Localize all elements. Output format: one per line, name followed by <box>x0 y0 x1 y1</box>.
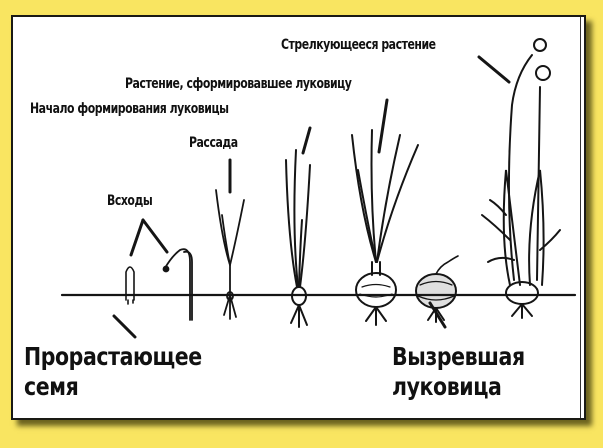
label-germinating-seed-line1: Прорастающее <box>24 342 202 371</box>
stage-shooting-plant <box>481 38 561 319</box>
stage-sprouts <box>162 248 193 321</box>
label-shooting-plant: Стрелкующееся растение <box>281 37 436 53</box>
label-sprouts: Всходы <box>107 193 153 209</box>
stage-ripe-bulb <box>415 255 459 323</box>
stage-plant-formed-bulb <box>351 129 419 326</box>
label-germinating-seed: Прорастающее семя <box>24 342 202 402</box>
label-ripe-bulb: Вызревшая луковица <box>392 342 525 402</box>
pointer-shooting-plant <box>477 55 511 84</box>
pointer-formed-bulb <box>377 98 389 154</box>
label-ripe-bulb-line2: луковица <box>392 372 502 401</box>
label-plant-formed-bulb: Растение, сформировавшее луковицу <box>125 76 352 92</box>
pointer-sprouts-a <box>129 218 145 257</box>
diagram-panel <box>11 15 586 420</box>
pointer-sprouts-b <box>141 218 169 254</box>
label-seedling: Рассада <box>189 135 238 151</box>
label-germinating-seed-line2: семя <box>24 372 79 401</box>
pointer-germinating-seed <box>112 314 137 339</box>
stage-seedling <box>215 189 245 320</box>
label-ripe-bulb-line1: Вызревшая <box>392 342 525 371</box>
pointer-bulb-start <box>301 126 312 155</box>
stage-bulb-start <box>285 149 311 328</box>
label-bulb-start: Начало формирования луковицы <box>30 101 229 117</box>
panel-edge <box>580 17 581 418</box>
stage-germinating-seed <box>125 266 135 305</box>
